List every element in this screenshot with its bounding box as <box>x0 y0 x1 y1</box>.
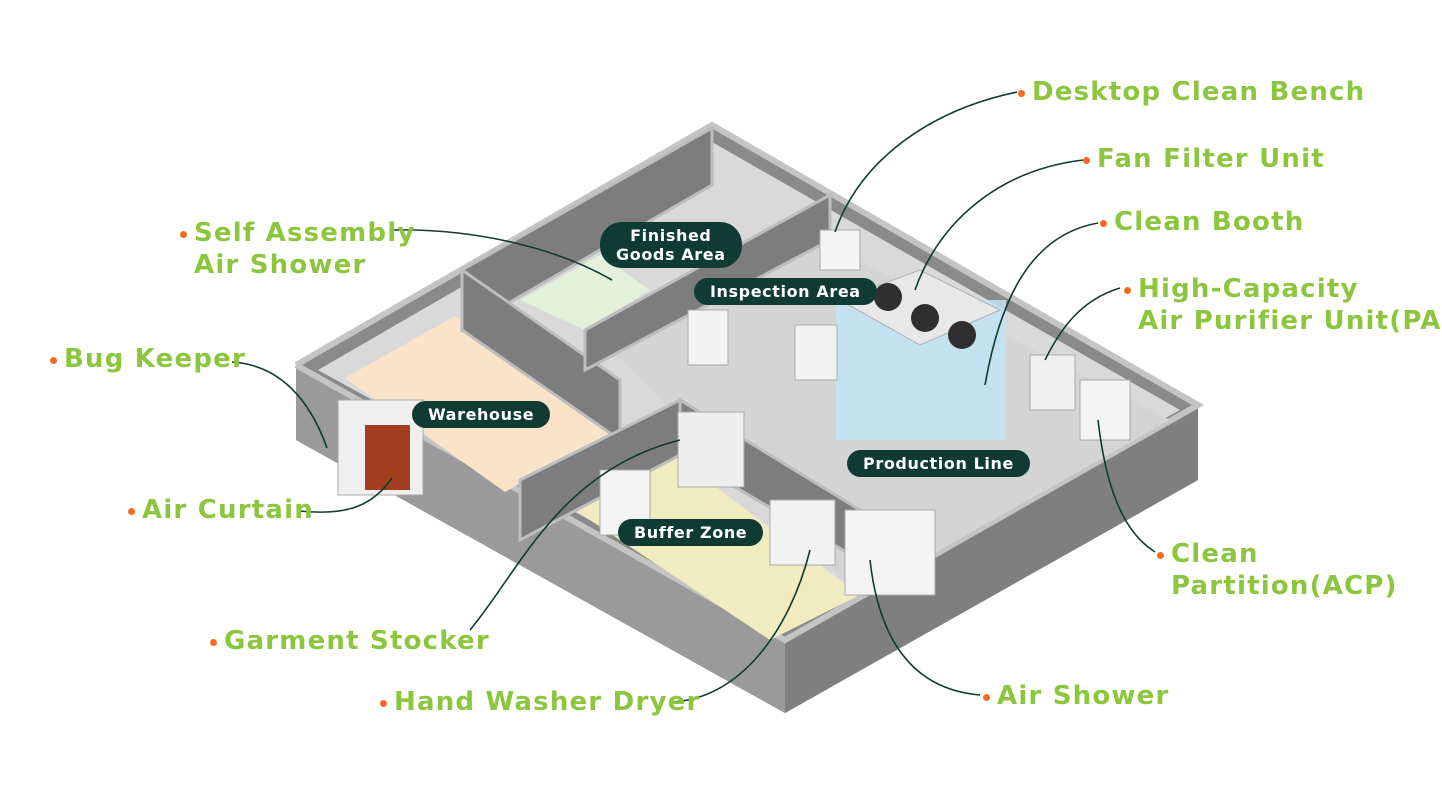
fan-filter-unit-label: Fan Filter Unit <box>1097 144 1325 174</box>
callout-garment-stocker: Garment Stocker <box>210 625 490 657</box>
zone-badge-buffer-zone: Buffer Zone <box>618 519 764 546</box>
pau-label-line1: High-Capacity <box>1138 274 1359 304</box>
garment-stocker-label: Garment Stocker <box>224 626 490 656</box>
air-curtain-label: Air Curtain <box>142 495 314 525</box>
bullet-dot <box>1124 287 1131 294</box>
callout-hand-washer-dryer: Hand Washer Dryer <box>380 686 700 718</box>
bullet-dot <box>380 700 387 707</box>
callout-fan-filter-unit: Fan Filter Unit <box>1083 143 1325 175</box>
callout-air-curtain: Air Curtain <box>128 494 314 526</box>
bullet-dot <box>1083 157 1090 164</box>
bug-keeper-label: Bug Keeper <box>64 344 247 374</box>
leader-garment-stocker <box>469 439 681 631</box>
leader-hand-washer-dryer <box>669 549 811 703</box>
bullet-dot <box>50 357 57 364</box>
leader-clean-partition <box>1097 419 1156 553</box>
clean-partition-label-line2: Partition(ACP) <box>1171 571 1398 601</box>
self-assembly-label-line2: Air Shower <box>194 250 367 280</box>
finished-goods-line2: Goods Area <box>616 245 726 264</box>
leader-clean-booth <box>984 222 1099 386</box>
leader-desktop-clean-bench <box>834 91 1018 233</box>
callout-air-shower: Air Shower <box>983 680 1169 712</box>
warehouse-label: Warehouse <box>428 405 535 424</box>
zone-badge-inspection-area: Inspection Area <box>694 278 877 305</box>
zone-badge-warehouse: Warehouse <box>412 401 551 428</box>
air-shower-label: Air Shower <box>997 681 1170 711</box>
callout-desktop-clean-bench: Desktop Clean Bench <box>1018 76 1365 108</box>
hand-washer-dryer-label: Hand Washer Dryer <box>394 687 701 717</box>
zone-badge-finished-goods: Finished Goods Area <box>600 222 742 268</box>
leader-bug-keeper <box>231 361 328 449</box>
leader-fan-filter-unit <box>914 159 1084 291</box>
leader-air-shower <box>869 559 981 696</box>
equipment <box>337 229 1131 596</box>
bullet-dot <box>210 639 217 646</box>
leader-self-assembly <box>389 229 613 281</box>
buffer-zone-label: Buffer Zone <box>634 523 748 542</box>
bullet-dot <box>983 694 990 701</box>
bullet-dot <box>1018 90 1025 97</box>
leader-pau <box>1044 287 1121 361</box>
callout-self-assembly-air-shower: Self Assembly Air Shower <box>180 217 416 281</box>
bullet-dot <box>1100 220 1107 227</box>
bullet-dot <box>1157 552 1164 559</box>
clean-partition-label-line1: Clean <box>1171 539 1259 569</box>
pau-label-line2: Air Purifier Unit(PAU) <box>1138 306 1442 336</box>
zone-badge-production-line: Production Line <box>847 450 1030 477</box>
callout-bug-keeper: Bug Keeper <box>50 343 246 375</box>
inspection-area-label: Inspection Area <box>710 282 861 301</box>
callout-clean-partition: Clean Partition(ACP) <box>1157 538 1398 602</box>
clean-booth-label: Clean Booth <box>1114 207 1305 237</box>
leader-air-curtain <box>299 477 393 513</box>
leader-lines <box>231 91 1156 703</box>
bullet-dot <box>128 508 135 515</box>
desktop-clean-bench-label: Desktop Clean Bench <box>1032 77 1366 107</box>
callout-pau: High-Capacity Air Purifier Unit(PAU) <box>1124 273 1442 337</box>
callout-clean-booth: Clean Booth <box>1100 206 1304 238</box>
finished-goods-line1: Finished <box>630 226 712 245</box>
finished-goods-floor <box>520 255 650 330</box>
self-assembly-label-line1: Self Assembly <box>194 218 416 248</box>
production-line-label: Production Line <box>863 454 1014 473</box>
bullet-dot <box>180 231 187 238</box>
